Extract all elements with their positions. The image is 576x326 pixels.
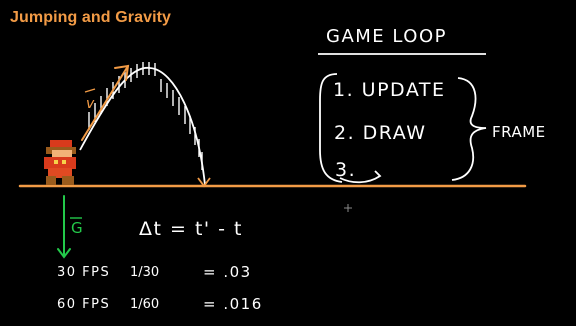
gravity-label: G — [71, 219, 83, 237]
fps-30-label: 30 FPS — [57, 265, 111, 280]
steps-left-brace — [319, 73, 343, 183]
velocity-hatch-group — [88, 62, 203, 170]
gravity-arrow — [57, 195, 71, 259]
frame-right-brace — [451, 77, 487, 181]
velocity-label: v — [86, 96, 95, 112]
step-update: 1. UPDATE — [333, 79, 446, 101]
step3-hook — [339, 170, 382, 184]
fps-60-label: 60 FPS — [57, 297, 111, 312]
fps-30-value: = .03 — [203, 263, 252, 281]
velocity-arrow — [81, 64, 130, 141]
fps-30-fraction: 1/30 — [130, 265, 160, 280]
game-loop-title: GAME LOOP — [326, 26, 447, 47]
jump-trajectory — [79, 67, 206, 186]
fps-60-fraction: 1/60 — [130, 297, 160, 312]
velocity-label-bar — [84, 88, 96, 93]
delta-t-formula: Δt = t' - t — [139, 218, 244, 240]
crosshair-icon — [344, 204, 352, 212]
slide-title: Jumping and Gravity — [10, 9, 172, 26]
step-draw: 2. DRAW — [334, 122, 427, 144]
step-3: 3. — [335, 159, 357, 181]
frame-label: FRAME — [492, 123, 546, 141]
mario-sprite-icon — [44, 140, 76, 185]
landing-arrowhead — [197, 177, 211, 188]
fps-60-value: = .016 — [203, 295, 263, 313]
